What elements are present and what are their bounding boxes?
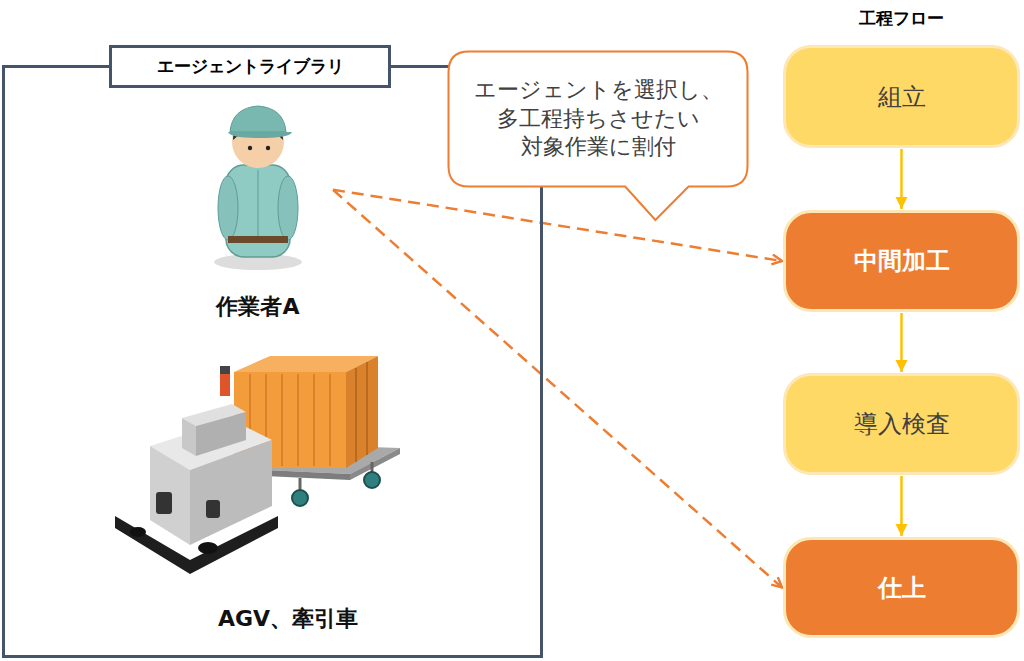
flow-arrow bbox=[900, 149, 903, 209]
section-heading: 工程フロー bbox=[783, 7, 1020, 30]
node-label: エージェントを選択し、 多工程持ちさせたい 対象作業に割付 bbox=[463, 76, 733, 162]
node-label: 組立 bbox=[878, 81, 926, 113]
flow-arrow bbox=[900, 476, 903, 536]
process-box: 導入検査 bbox=[783, 373, 1020, 475]
process-box: 中間加工 bbox=[783, 210, 1020, 312]
agv-figure bbox=[115, 356, 400, 574]
node-label: 仕上 bbox=[878, 572, 926, 604]
agent-item: AGV、牽引車 bbox=[123, 358, 453, 648]
panel-heading: エージェントライブラリ bbox=[109, 45, 391, 88]
node-label: AGV、牽引車 bbox=[218, 604, 358, 634]
speech-callout: エージェントを選択し、 多工程持ちさせたい 対象作業に割付 bbox=[447, 50, 749, 188]
process-box: 仕上 bbox=[783, 537, 1020, 638]
assignment-arrow bbox=[333, 190, 782, 588]
flow-arrow bbox=[900, 313, 903, 372]
worker-figure bbox=[214, 106, 302, 270]
node-label: 中間加工 bbox=[854, 245, 950, 277]
node-label: 作業者A bbox=[216, 292, 299, 322]
assignment-arrow bbox=[333, 190, 782, 261]
node-label: 導入検査 bbox=[854, 408, 950, 440]
agent-item: 作業者A bbox=[183, 111, 333, 336]
process-box: 組立 bbox=[783, 45, 1020, 148]
